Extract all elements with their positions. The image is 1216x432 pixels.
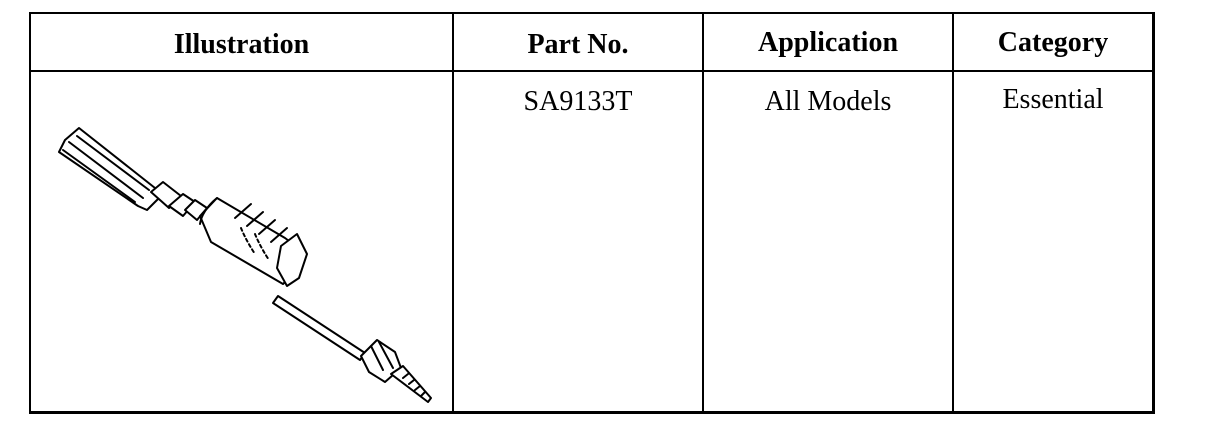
application-value: All Models — [764, 86, 892, 117]
header-category: Category — [997, 27, 1109, 58]
header-illustration: Illustration — [173, 29, 310, 60]
header-divider — [31, 70, 1152, 72]
part-no-value: SA9133T — [523, 86, 633, 117]
slide-hammer-puller-tool-icon — [58, 127, 432, 403]
header-application: Application — [757, 27, 899, 58]
column-divider — [452, 14, 454, 411]
tool-table: Illustration Part No. Application Catego… — [29, 12, 1155, 414]
column-divider — [702, 14, 704, 411]
header-part-no: Part No. — [527, 29, 629, 60]
column-divider — [952, 14, 954, 411]
category-value: Essential — [1002, 84, 1104, 115]
